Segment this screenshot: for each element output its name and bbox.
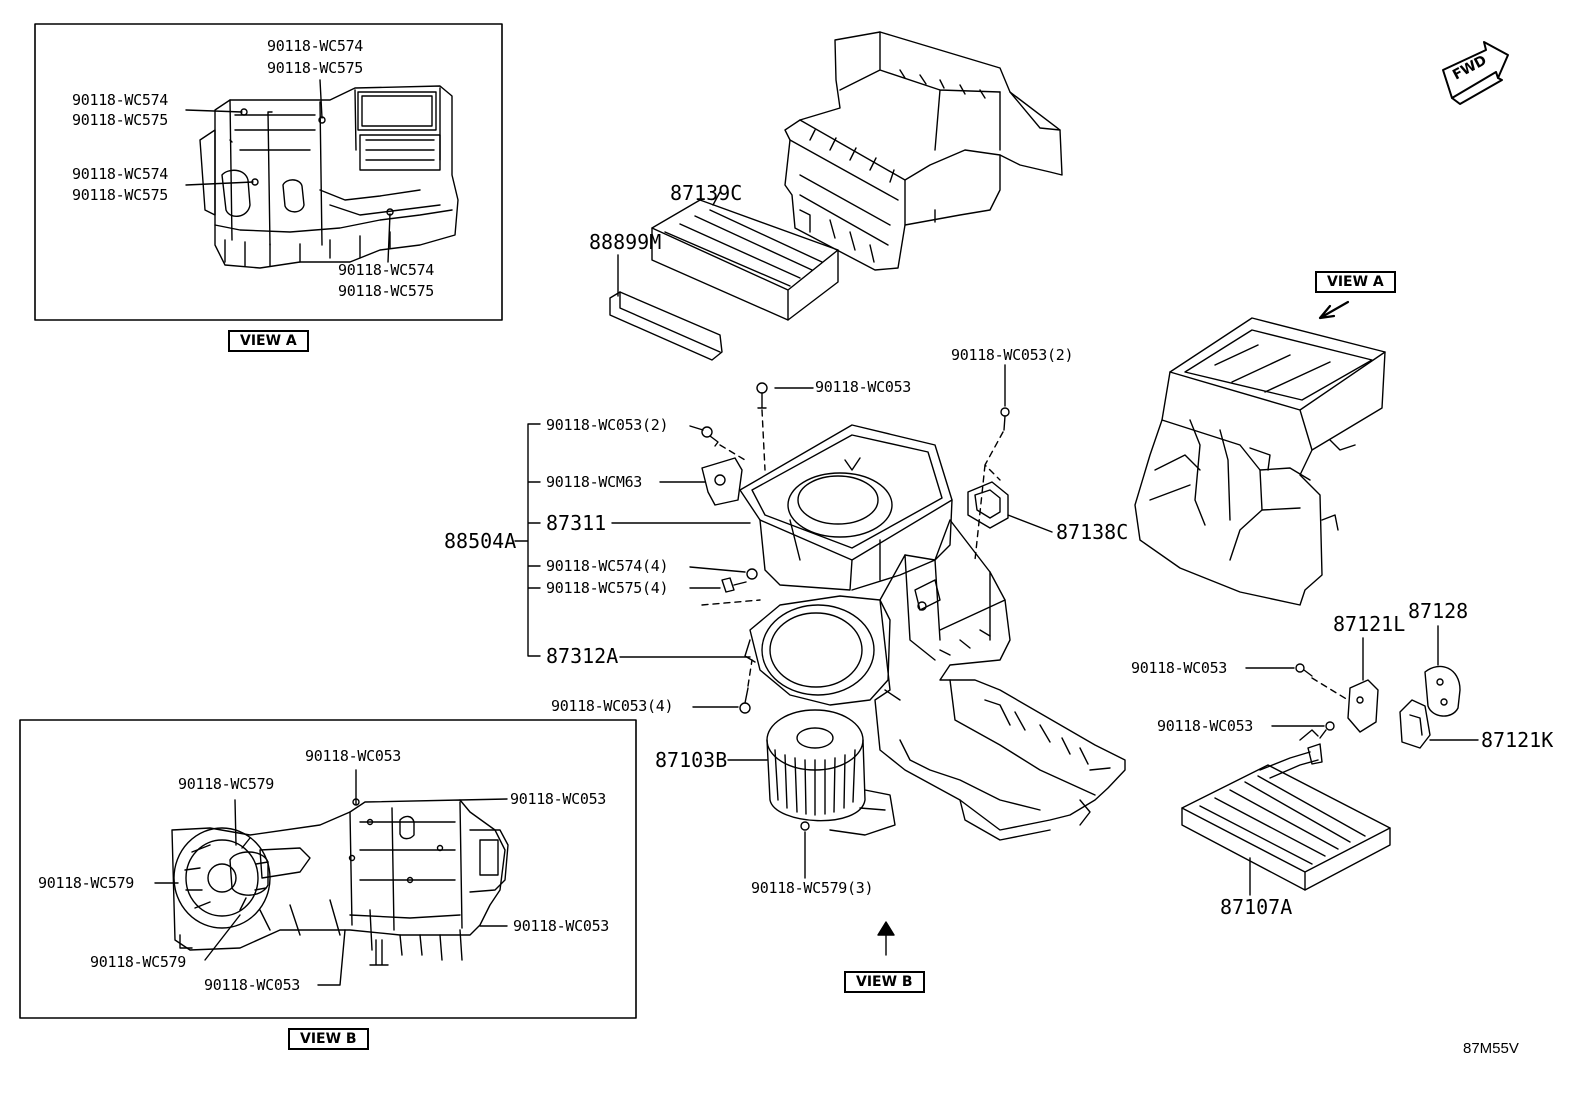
inset-a-label-bottom2: 90118-WC575 (338, 282, 435, 300)
inset-a-hvac-unit (199, 85, 459, 269)
part-label-90118-WC053-4: 90118-WC053(4) (551, 697, 674, 715)
part-label-87121K: 87121K (1481, 728, 1554, 752)
part-label-87103B: 87103B (655, 748, 728, 772)
bolt-90118-WC575-4 (721, 577, 747, 593)
inset-a-label-top1: 90118-WC574 (267, 37, 364, 55)
dash-wc575-4 (701, 599, 761, 606)
leader-b-wc579-top (234, 799, 237, 846)
part-label-90118-WC574-4: 90118-WC574(4) (546, 557, 669, 575)
leader-b-right-top (459, 798, 508, 801)
part-87128-seal (1424, 665, 1461, 717)
inset-a-label-left-b1: 90118-WC574 (72, 165, 169, 183)
part-label-90118-WC053-2-right: 90118-WC053(2) (951, 346, 1074, 364)
dash-wc053-r1 (1311, 677, 1349, 701)
view-b-caption-inset: VIEW B (288, 1028, 369, 1050)
inset-b-label-top: 90118-WC053 (305, 747, 402, 765)
part-87139C-filter (651, 199, 839, 321)
part-label-90118-WC053-r2: 90118-WC053 (1157, 717, 1254, 735)
inset-a-label-left-a1: 90118-WC574 (72, 91, 169, 109)
inset-a-frame (34, 23, 503, 321)
view-b-arrow (877, 921, 895, 956)
inset-b-label-wc579-top: 90118-WC579 (178, 775, 275, 793)
screw-90118-WC053-r1 (1295, 663, 1313, 677)
part-label-87121L: 87121L (1333, 612, 1406, 636)
part-87312A-lower-blower-case (744, 595, 901, 706)
view-a-caption-main: VIEW A (1315, 271, 1396, 293)
part-87107A-heater-core (1181, 729, 1391, 891)
part-label-87139C: 87139C (670, 181, 743, 205)
leader-a-top (319, 79, 323, 119)
leader-wc053-2-left (689, 425, 704, 431)
part-87139C-upper-case (784, 31, 1063, 271)
inset-b-label-right-top: 90118-WC053 (510, 790, 607, 808)
part-label-90118-WC579-3: 90118-WC579(3) (751, 879, 874, 897)
hvac-lower-housing (874, 519, 1126, 841)
view-a-caption-inset: VIEW A (228, 330, 309, 352)
leader-b-wc579-bottom (204, 914, 241, 961)
inset-b-label-wc579-bottom: 90118-WC579 (90, 953, 187, 971)
inset-b-frame (19, 719, 637, 1019)
inset-a-label-left-a2: 90118-WC575 (72, 111, 169, 129)
screw-90118-WC053-4 (739, 687, 751, 714)
screw-90118-WC579-3 (800, 821, 810, 831)
part-label-90118-WC053-2-left: 90118-WC053(2) (546, 416, 669, 434)
inset-a-label-left-b2: 90118-WC575 (72, 186, 169, 204)
screw-90118-WC053-2-left (701, 426, 719, 447)
inset-b-hvac-unit (171, 798, 509, 966)
part-label-88504A: 88504A (444, 529, 517, 553)
part-87121K (1399, 699, 1431, 749)
part-label-90118-WC053-r1: 90118-WC053 (1131, 659, 1228, 677)
dash-wc053-2-right (974, 431, 1004, 561)
screw-90118-WC053-2-right (1000, 407, 1010, 431)
inset-a-label-bottom1: 90118-WC574 (338, 261, 435, 279)
part-label-90118-WC053-top: 90118-WC053 (815, 378, 912, 396)
leader-a-left2 (185, 181, 254, 186)
leader-87139C (712, 191, 721, 206)
part-label-90118-WCM63: 90118-WCM63 (546, 473, 643, 491)
view-a-arrow (1318, 300, 1350, 320)
hvac-main-unit (1134, 317, 1386, 606)
dash-wc053-2-left (719, 444, 746, 461)
screw-90118-WC053-r2 (1319, 721, 1335, 739)
part-label-87312A: 87312A (546, 644, 619, 668)
screw-90118-WC053-top (756, 382, 768, 409)
inset-b-label-right-bottom: 90118-WC053 (513, 917, 610, 935)
part-87138C-resistor (967, 481, 1009, 529)
clip-90118-WCM63 (701, 457, 743, 506)
part-label-87138C: 87138C (1056, 520, 1129, 544)
nut-90118-WC574-4 (746, 568, 758, 580)
part-87103B-blower-motor (766, 709, 896, 836)
part-label-87107A: 87107A (1220, 895, 1293, 919)
inset-b-label-bottom: 90118-WC053 (204, 976, 301, 994)
bracket-88504A (514, 423, 541, 657)
part-label-87311: 87311 (546, 511, 607, 535)
part-label-90118-WC575-4: 90118-WC575(4) (546, 579, 669, 597)
reference-code: 87M55V (1463, 1040, 1519, 1057)
part-label-88899M: 88899M (589, 230, 662, 254)
view-b-caption-main: VIEW B (844, 971, 925, 993)
leader-b-bottom (317, 929, 346, 986)
inset-b-label-wc579-left: 90118-WC579 (38, 874, 135, 892)
dash-wc053-top (761, 409, 766, 471)
fwd-arrow (1442, 41, 1509, 105)
part-88899M-cover (609, 291, 723, 361)
dash-wc053-4 (747, 659, 753, 687)
part-87311-upper-blower-case (739, 424, 953, 591)
leader-a-bottom (387, 213, 391, 263)
leader-wc574-4 (689, 566, 746, 573)
leader-87138C (1007, 514, 1053, 533)
part-87121L (1347, 679, 1379, 733)
leader-a-left1 (185, 109, 243, 113)
part-label-87128: 87128 (1408, 599, 1469, 623)
inset-a-label-top2: 90118-WC575 (267, 59, 364, 77)
